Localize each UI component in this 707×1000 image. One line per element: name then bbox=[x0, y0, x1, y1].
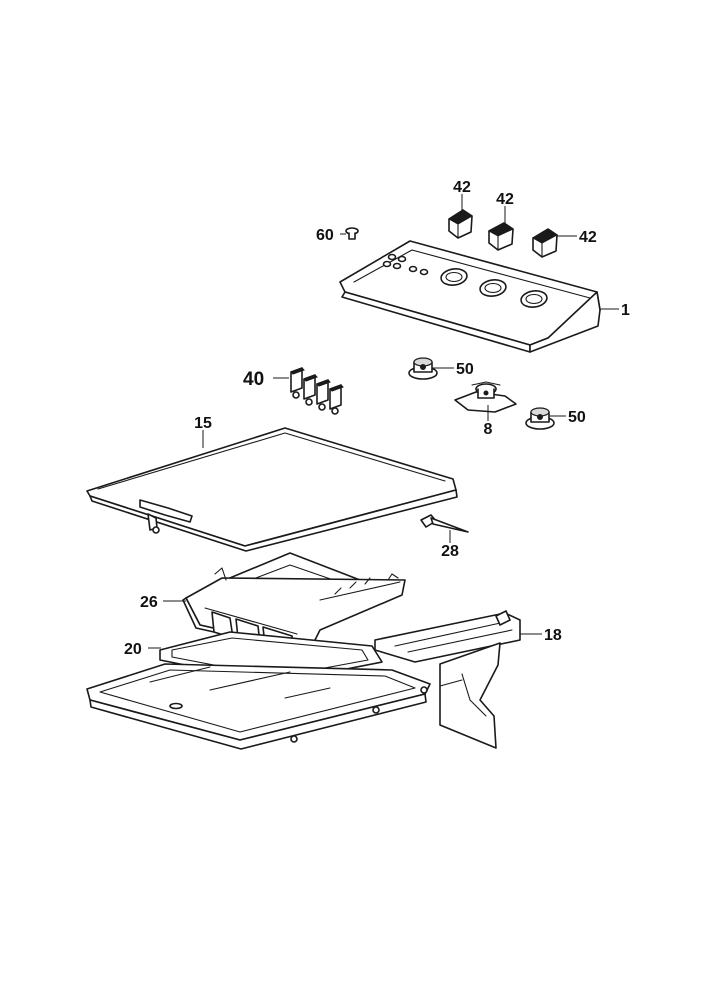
dispenser-26-part bbox=[182, 552, 406, 655]
valve-50-lower bbox=[525, 407, 555, 430]
callout-28: 28 bbox=[441, 543, 459, 560]
lid-15-part bbox=[86, 427, 458, 552]
pin-28-part bbox=[420, 514, 469, 533]
callout-26: 26 bbox=[140, 594, 158, 611]
knob-42-middle bbox=[487, 222, 515, 251]
callout-50-upper: 50 bbox=[456, 361, 474, 378]
control-panel-part bbox=[339, 240, 601, 353]
valve-50-upper bbox=[408, 357, 438, 380]
callout-42-left: 42 bbox=[453, 179, 471, 196]
callout-42-middle: 42 bbox=[496, 191, 514, 208]
callout-40: 40 bbox=[243, 369, 264, 390]
callout-1: 1 bbox=[621, 302, 630, 319]
top-frame-18-part bbox=[86, 610, 521, 750]
switch-40-part bbox=[290, 367, 344, 415]
knob-42-left bbox=[448, 209, 473, 239]
callout-50-lower: 50 bbox=[568, 409, 586, 426]
callout-8: 8 bbox=[484, 421, 493, 438]
callout-20: 20 bbox=[124, 641, 142, 658]
callout-labels: 42 42 42 60 1 40 50 8 50 15 28 26 20 18 bbox=[124, 179, 630, 658]
screw-60-part bbox=[345, 227, 359, 240]
callout-42-right: 42 bbox=[579, 229, 597, 246]
leader-lines bbox=[148, 194, 619, 649]
callout-60: 60 bbox=[316, 227, 334, 244]
callout-15: 15 bbox=[194, 415, 212, 432]
callout-18: 18 bbox=[544, 627, 562, 644]
knob-42-right bbox=[532, 228, 558, 258]
valve-bracket-8-part bbox=[454, 381, 517, 413]
